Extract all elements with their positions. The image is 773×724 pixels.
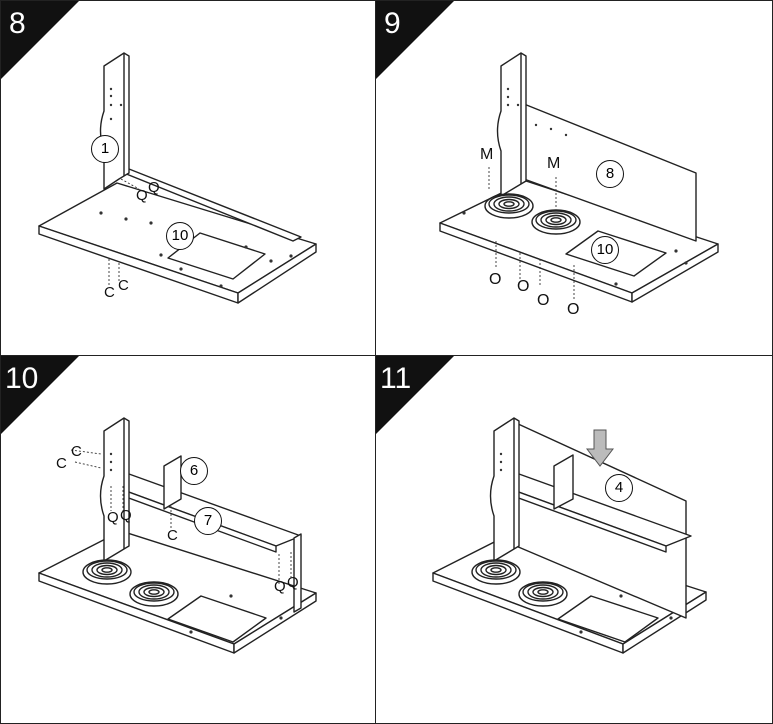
right-post bbox=[293, 533, 302, 613]
letter-q: Q bbox=[287, 574, 299, 591]
callout-1: 1 bbox=[91, 135, 119, 163]
step-8-panel: 8 1 10 Q Q C C bbox=[0, 0, 376, 356]
step-11-panel: 11 4 bbox=[375, 355, 773, 724]
screw-holes bbox=[462, 87, 688, 286]
callout-4: 4 bbox=[605, 474, 633, 502]
letter-c: C bbox=[56, 455, 67, 472]
step-8-badge: 8 bbox=[1, 1, 79, 79]
badge-triangle bbox=[1, 356, 79, 434]
badge-triangle bbox=[376, 356, 454, 434]
step-10-number: 10 bbox=[5, 362, 39, 395]
letter-c: C bbox=[71, 443, 82, 460]
letter-q: Q bbox=[136, 187, 148, 204]
step-9-number: 9 bbox=[384, 7, 401, 40]
side-panel bbox=[99, 52, 130, 190]
callout-6: 6 bbox=[180, 457, 208, 485]
step-9-panel: 9 8 10 M M O O O O bbox=[375, 0, 773, 356]
badge-triangle bbox=[376, 1, 454, 79]
base-board-right-edge bbox=[631, 243, 719, 303]
step-11-badge: 11 bbox=[376, 356, 454, 434]
letter-o: O bbox=[537, 292, 550, 309]
screw-holes bbox=[99, 87, 293, 288]
step-11-number: 11 bbox=[380, 362, 412, 395]
sink-cutout bbox=[557, 595, 659, 643]
base-board-right-edge bbox=[237, 243, 317, 304]
letter-q: Q bbox=[107, 509, 119, 526]
screw-holes bbox=[109, 452, 283, 634]
letter-q: Q bbox=[120, 507, 132, 524]
letter-o: O bbox=[567, 301, 580, 318]
letter-c: C bbox=[118, 277, 129, 294]
letter-c: C bbox=[104, 284, 115, 301]
side-panel bbox=[489, 417, 520, 562]
step-8-number: 8 bbox=[9, 7, 26, 40]
callout-8: 8 bbox=[596, 160, 624, 188]
letter-m: M bbox=[547, 155, 561, 172]
screw-holes bbox=[499, 452, 673, 634]
letter-q: Q bbox=[274, 578, 286, 595]
badge-triangle bbox=[1, 1, 79, 79]
callout-10: 10 bbox=[166, 222, 194, 250]
insert-arrow bbox=[585, 429, 615, 467]
sink-cutout bbox=[167, 595, 267, 643]
callout-10: 10 bbox=[591, 236, 619, 264]
step-10-badge: 10 bbox=[1, 356, 79, 434]
letter-q: Q bbox=[148, 179, 160, 196]
side-panel bbox=[99, 417, 130, 562]
divider bbox=[163, 455, 182, 510]
step-10-panel: 10 6 7 C C C Q Q Q Q bbox=[0, 355, 376, 724]
step-10-illustration bbox=[38, 417, 317, 654]
callout-7: 7 bbox=[194, 507, 222, 535]
side-panel bbox=[496, 52, 527, 197]
letter-o: O bbox=[489, 271, 502, 288]
divider bbox=[553, 454, 574, 510]
letter-m: M bbox=[480, 146, 494, 163]
letter-o: O bbox=[517, 278, 530, 295]
step-11-illustration bbox=[432, 417, 707, 654]
letter-c: C bbox=[167, 527, 178, 544]
step-9-badge: 9 bbox=[376, 1, 454, 79]
